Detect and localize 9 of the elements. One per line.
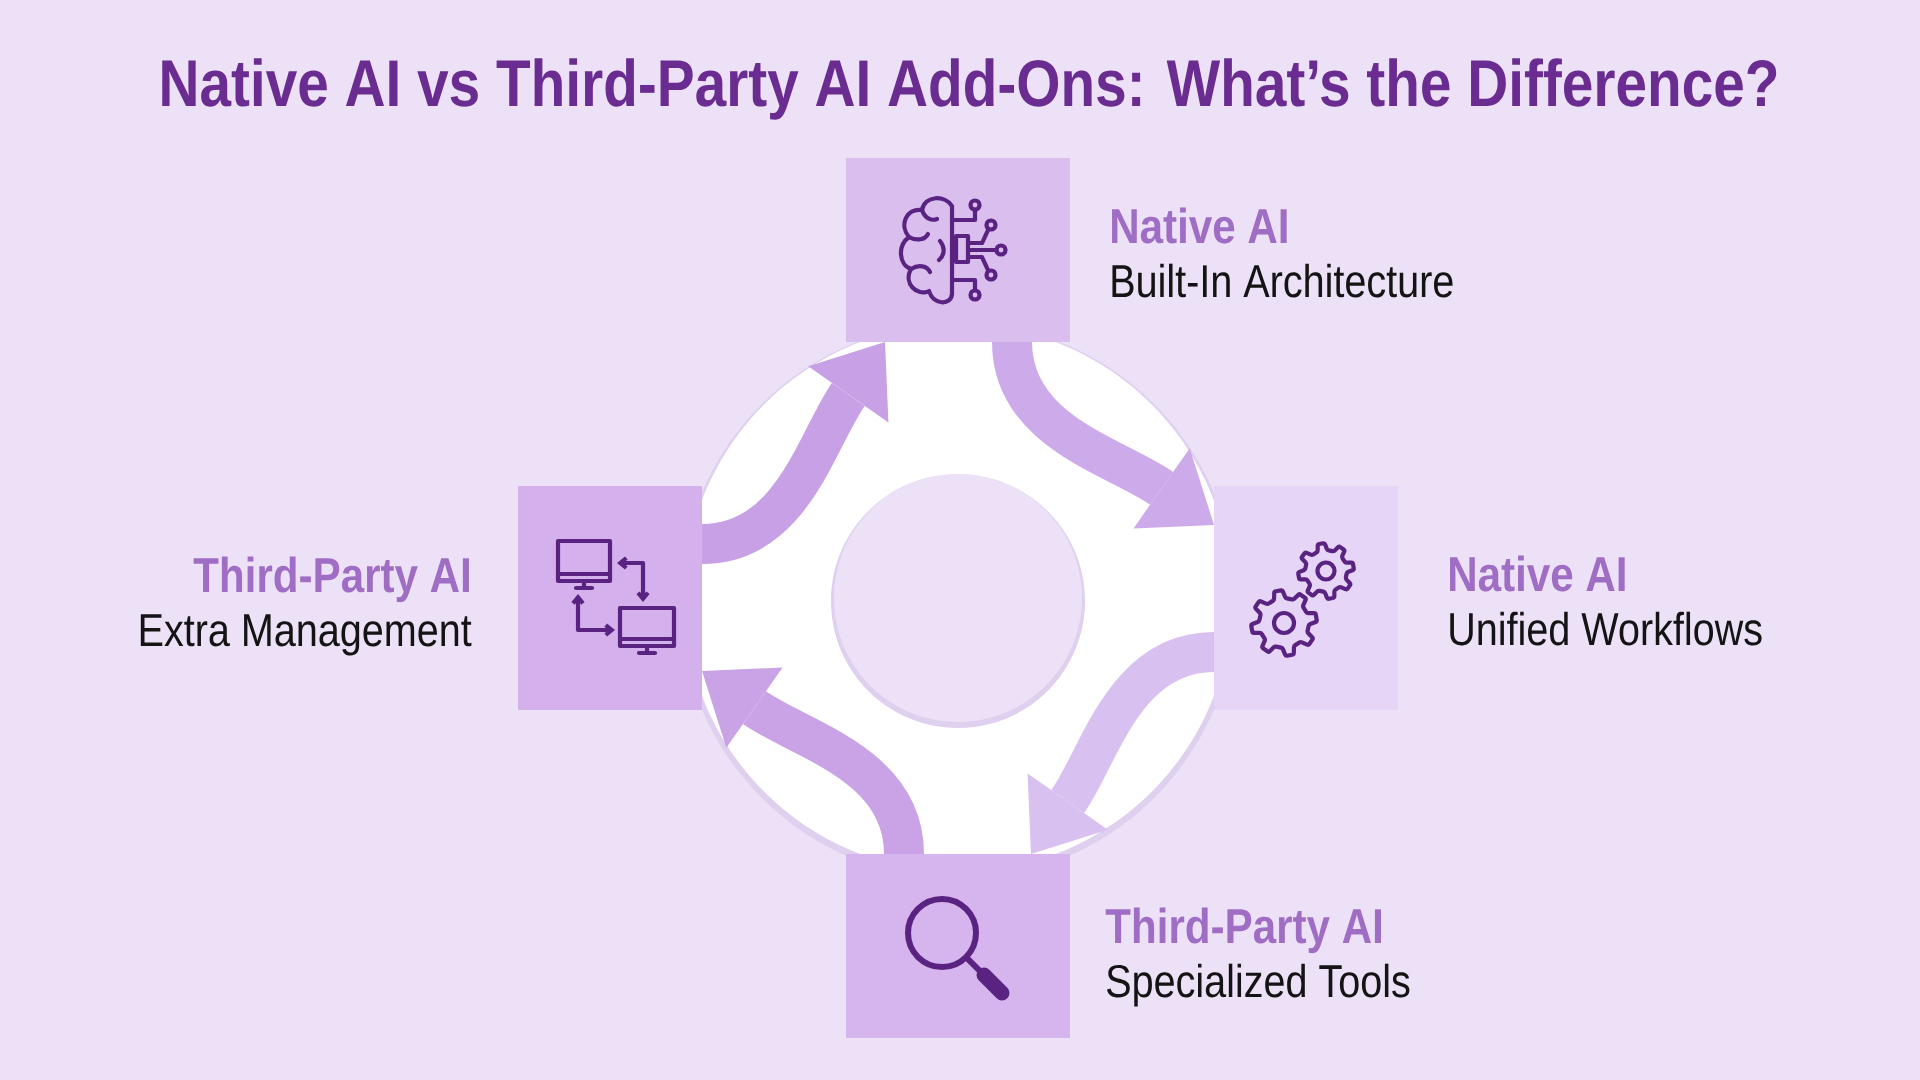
heading: Native AI bbox=[1112, 207, 1287, 244]
heading: Third-Party AI bbox=[1105, 907, 1381, 954]
title: Native AI vs Third-Party AI Add-Ons: What’s the Difference? bbox=[162, 58, 1777, 120]
subtitle: Specialized Tools bbox=[1107, 963, 1410, 1007]
subtitle: Extra Management bbox=[140, 614, 472, 656]
subtitle: Built-In Architecture bbox=[1112, 263, 1453, 298]
heading: Native AI bbox=[1450, 555, 1625, 592]
subtitle: Unified Workflows bbox=[1450, 611, 1762, 646]
heading: Third-Party AI bbox=[193, 556, 469, 603]
